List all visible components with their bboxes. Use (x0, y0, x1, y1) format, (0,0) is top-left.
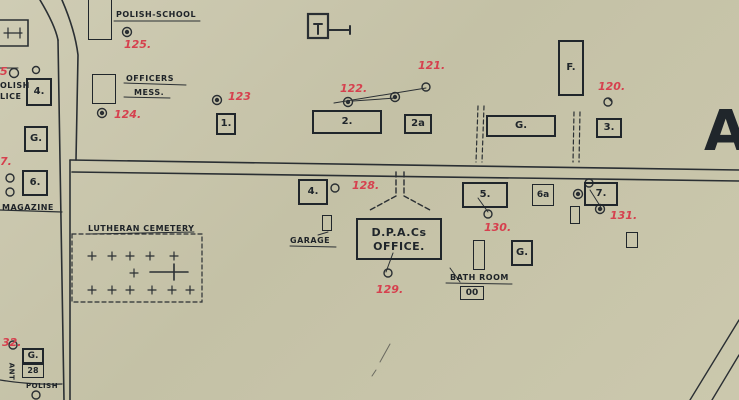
number-123: 123 (228, 90, 251, 103)
building-28: 28 (22, 364, 44, 378)
number-121: 121. (418, 59, 446, 72)
left-bottom-label: POLISH (26, 382, 59, 390)
officers-mess-label-2: MESS. (134, 88, 165, 97)
number-5: 5 (0, 65, 8, 78)
large-letter-a: A (704, 99, 739, 164)
building-polish-school (88, 0, 112, 40)
lutheran-cemetery-label: LUTHERAN CEMETERY (88, 224, 195, 233)
number-32: 32. (2, 336, 22, 349)
dpacs-office-line1: D.P.A.Cs (371, 225, 427, 239)
building-6a: 6a (532, 184, 554, 206)
number-27: 7. (0, 155, 12, 168)
dpacs-office-line2: OFFICE. (373, 239, 425, 253)
bath-room-label: BATH ROOM (450, 273, 509, 282)
building-g-top: G. (486, 115, 556, 137)
officers-mess-label-1: OFFICERS (126, 74, 174, 83)
number-131: 131. (610, 209, 638, 222)
building-small-7 (570, 206, 580, 224)
left-side-label: ANT (7, 362, 16, 381)
building-6-left: 6. (22, 170, 48, 196)
building-4-left: 4. (26, 78, 52, 106)
building-2a: 2a (404, 114, 432, 134)
building-g-left: G. (24, 126, 48, 152)
police-label: LICE (0, 92, 22, 101)
number-129: 129. (376, 283, 404, 296)
number-120: 120. (598, 80, 626, 93)
building-4: 4. (298, 179, 328, 205)
building-3: 3. (596, 118, 622, 138)
dpacs-office: D.P.A.Cs OFFICE. (356, 218, 442, 260)
garage-label: GARAGE (290, 236, 331, 245)
building-00: 00 (460, 286, 484, 300)
building-garage (322, 215, 332, 231)
number-124: 124. (114, 108, 142, 121)
building-f: F. (558, 40, 584, 96)
building-1: 1. (216, 113, 236, 135)
building-g-mid: G. (511, 240, 533, 266)
building-2: 2. (312, 110, 382, 134)
building-small-right (626, 232, 638, 248)
polish-school-label: POLISH-SCHOOL (116, 10, 197, 19)
building-bath-vertical (473, 240, 485, 270)
magazine-label: MAGAZINE (2, 203, 54, 212)
number-125: 125. (124, 38, 152, 51)
building-officers-mess (92, 74, 116, 104)
number-130: 130. (484, 221, 512, 234)
polish-police-label: OLISH (0, 81, 30, 90)
building-7: 7. (584, 182, 618, 206)
building-5: 5. (462, 182, 508, 208)
building-g-bottom: G. (22, 348, 44, 364)
number-128: 128. (352, 179, 380, 192)
number-122: 122. (340, 82, 368, 95)
